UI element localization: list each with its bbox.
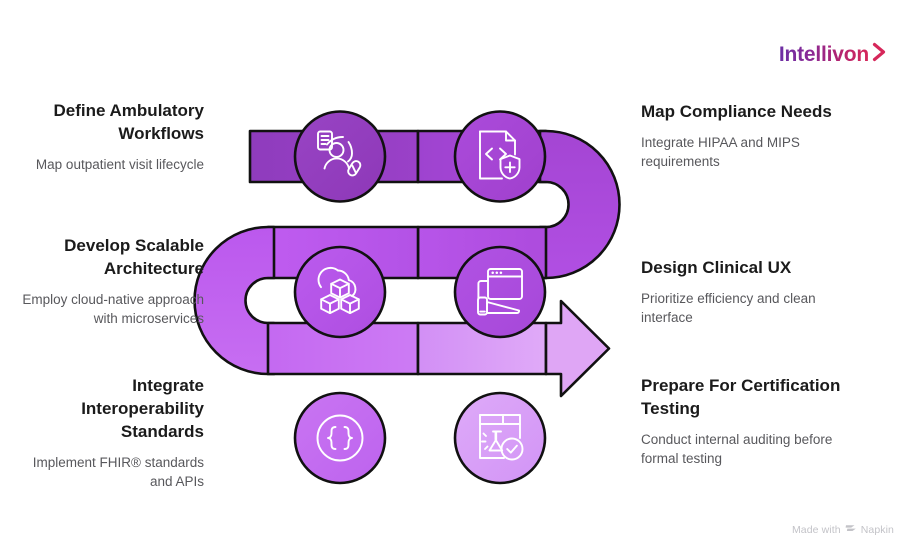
step-text-5: Integrate Interoperability Standards Imp… [8,375,204,491]
code-document-shield-icon [479,130,521,180]
step-desc-6: Conduct internal auditing before formal … [641,431,833,467]
step-text-1: Define Ambulatory Workflows Map outpatie… [8,100,204,174]
step-text-3: Develop Scalable Architecture Employ clo… [8,235,204,328]
step-desc-1: Map outpatient visit lifecycle [35,156,204,172]
footer-product: Napkin [860,524,894,536]
step-text-6: Prepare For Certification Testing Conduc… [641,375,851,468]
cloud-cubes-icon [317,266,360,315]
footer-prefix: Made with [791,524,841,536]
step-desc-4: Prioritize efficiency and clean interfac… [641,290,816,326]
step-node-6[interactable] [453,391,547,485]
step-title-4: Design Clinical UX [641,258,792,277]
browser-window-device-icon [477,268,523,316]
chevron-right-icon [871,41,888,67]
step-title-1: Define Ambulatory Workflows [53,101,204,143]
flow-bend-right [538,129,621,280]
flow-end-arrow [544,299,611,398]
step-text-4: Design Clinical UX Prioritize efficiency… [641,257,851,327]
patient-record-stethoscope-icon [317,130,362,177]
step-desc-2: Integrate HIPAA and MIPS requirements [641,134,800,170]
test-document-check-icon [479,414,524,461]
step-title-5: Integrate Interoperability Standards [81,376,204,441]
step-desc-3: Employ cloud-native approach with micros… [22,291,204,327]
step-title-2: Map Compliance Needs [641,102,832,121]
made-with-napkin-badge[interactable]: Made with Napkin [792,523,894,537]
brand-name: Intellivon [778,42,869,66]
step-desc-5: Implement FHIR® standards and APIs [32,454,204,489]
step-node-2[interactable] [453,110,547,203]
step-node-4[interactable] [453,245,547,339]
step-title-6: Prepare For Certification Testing [641,376,841,418]
step-node-5[interactable] [293,391,387,485]
flow-bend-left [193,225,276,376]
step-text-2: Map Compliance Needs Integrate HIPAA and… [641,101,851,171]
step-title-3: Develop Scalable Architecture [64,236,204,278]
curly-braces-circle-icon [316,414,364,462]
napkin-logo-icon [845,523,857,537]
brand-logo: Intellivon [779,41,888,67]
